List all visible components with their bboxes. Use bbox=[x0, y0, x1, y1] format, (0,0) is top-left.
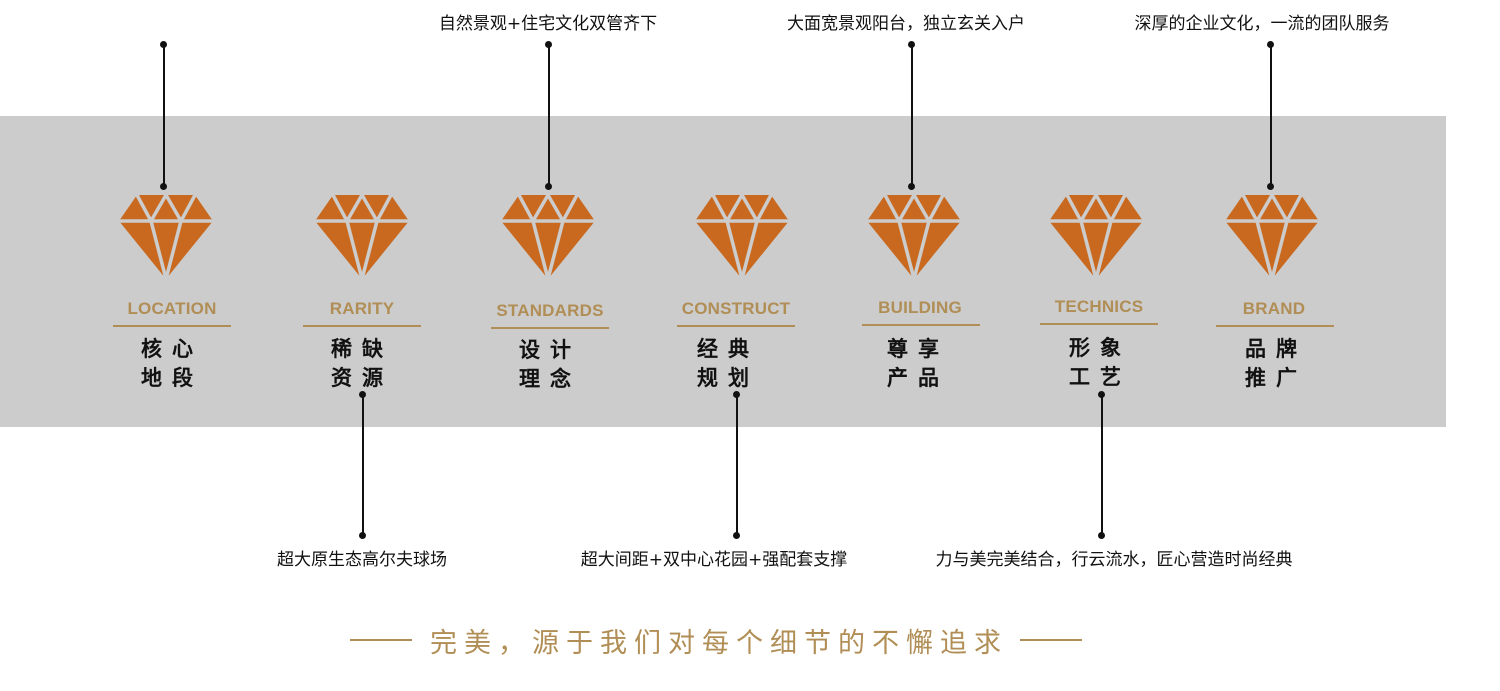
connector-line-brand bbox=[1270, 45, 1272, 187]
diamond-icon-standards bbox=[501, 195, 595, 279]
item-underline-location bbox=[113, 325, 231, 327]
item-note-brand: 深厚的企业文化，一流的团队服务 bbox=[1134, 14, 1390, 34]
diamond-icon-location bbox=[119, 195, 213, 279]
slogan-rule-right bbox=[1020, 639, 1082, 641]
slogan-row: 完美，源于我们对每个细节的不懈追求 bbox=[350, 622, 1110, 659]
diamond-icon-technics bbox=[1049, 195, 1143, 279]
connector-dot-rarity-top bbox=[359, 391, 366, 398]
item-title-construct: CONSTRUCT bbox=[681, 299, 791, 318]
connector-dot-technics-bottom bbox=[1098, 532, 1105, 539]
item-note-building: 大面宽景观阳台，独立玄关入户 bbox=[787, 14, 1025, 34]
connector-dot-construct-bottom bbox=[733, 532, 740, 539]
item-label-building-line2: 产品 bbox=[887, 366, 949, 390]
item-underline-rarity bbox=[303, 325, 421, 327]
item-note-standards: 自然景观+住宅文化双管齐下 bbox=[438, 14, 658, 34]
item-label-brand-line2: 推广 bbox=[1245, 366, 1307, 390]
diamond-icon-building bbox=[867, 195, 961, 279]
connector-dot-building-top bbox=[908, 41, 915, 48]
item-underline-construct bbox=[677, 325, 795, 327]
connector-dot-standards-bottom bbox=[545, 183, 552, 190]
connector-line-construct bbox=[736, 395, 738, 536]
connector-dot-location-bottom bbox=[160, 183, 167, 190]
item-underline-technics bbox=[1040, 323, 1158, 325]
item-label-standards-line1: 设计 bbox=[519, 338, 581, 362]
connector-line-rarity bbox=[362, 395, 364, 536]
connector-line-building bbox=[911, 45, 913, 187]
item-title-rarity: RARITY bbox=[329, 299, 395, 318]
item-label-construct-line1: 经典 bbox=[697, 337, 759, 361]
connector-dot-location-top bbox=[160, 41, 167, 48]
item-label-building-line1: 尊享 bbox=[887, 337, 949, 361]
connector-dot-rarity-bottom bbox=[359, 532, 366, 539]
item-title-standards: STANDARDS bbox=[496, 301, 604, 320]
connector-line-standards bbox=[548, 45, 550, 187]
item-label-technics-line2: 工艺 bbox=[1069, 365, 1131, 389]
item-label-construct-line2: 规划 bbox=[697, 366, 759, 390]
item-note-construct: 超大间距+双中心花园+强配套支撑 bbox=[580, 550, 848, 570]
connector-dot-brand-top bbox=[1267, 41, 1274, 48]
item-label-rarity-line1: 稀缺 bbox=[331, 337, 393, 361]
connector-dot-construct-top bbox=[733, 391, 740, 398]
item-title-location: LOCATION bbox=[127, 299, 217, 318]
item-title-technics: TECHNICS bbox=[1054, 297, 1144, 316]
feature-band bbox=[0, 116, 1446, 427]
slogan-text: 完美，源于我们对每个细节的不懈追求 bbox=[430, 627, 1008, 659]
item-underline-brand bbox=[1216, 325, 1334, 327]
connector-dot-standards-top bbox=[545, 41, 552, 48]
item-label-brand-line1: 品牌 bbox=[1245, 337, 1307, 361]
diamond-icon-rarity bbox=[315, 195, 409, 279]
slogan-rule-left bbox=[350, 639, 412, 641]
item-label-technics-line1: 形象 bbox=[1069, 336, 1131, 360]
item-title-building: BUILDING bbox=[878, 298, 962, 317]
item-underline-building bbox=[862, 324, 980, 326]
item-label-location-line1: 核心 bbox=[141, 337, 203, 361]
item-label-rarity-line2: 资源 bbox=[331, 366, 393, 390]
item-label-location-line2: 地段 bbox=[141, 366, 203, 390]
connector-dot-building-bottom bbox=[908, 183, 915, 190]
connector-line-location bbox=[163, 45, 165, 187]
item-note-rarity: 超大原生态高尔夫球场 bbox=[277, 550, 447, 570]
item-label-standards-line2: 理念 bbox=[519, 367, 581, 391]
connector-dot-technics-top bbox=[1098, 391, 1105, 398]
connector-dot-brand-bottom bbox=[1267, 183, 1274, 190]
item-note-technics: 力与美完美结合，行云流水，匠心营造时尚经典 bbox=[935, 550, 1293, 570]
item-underline-standards bbox=[491, 327, 609, 329]
diamond-icon-brand bbox=[1225, 195, 1319, 279]
diamond-icon-construct bbox=[695, 195, 789, 279]
item-title-brand: BRAND bbox=[1242, 299, 1306, 318]
connector-line-technics bbox=[1101, 395, 1103, 536]
